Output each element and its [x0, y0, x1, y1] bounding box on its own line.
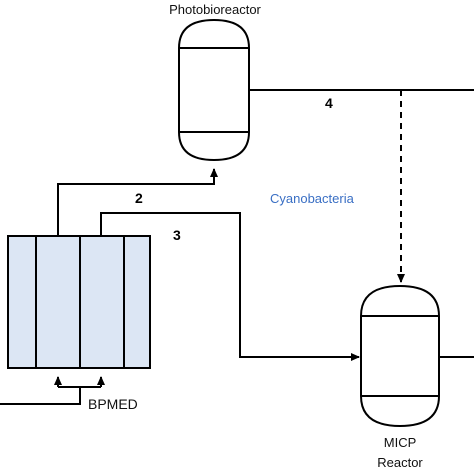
bpmed-inlet-line — [0, 387, 81, 405]
photobioreactor-label: Photobioreactor — [169, 2, 261, 17]
micp-label-line1: MICP — [384, 435, 417, 450]
photobioreactor-vessel — [178, 18, 250, 162]
cyanobacteria-label: Cyanobacteria — [270, 191, 355, 206]
bpmed-stack — [7, 235, 151, 369]
stream-2-label: 2 — [135, 190, 143, 206]
stream-2-line — [57, 168, 218, 236]
stream-3-label: 3 — [173, 227, 181, 243]
bpmed-label: BPMED — [88, 396, 138, 412]
micp-label-line2: Reactor — [377, 455, 423, 470]
stream-3-line — [100, 212, 360, 361]
micp-reactor-vessel — [360, 284, 440, 428]
stream-4-label: 4 — [325, 95, 333, 111]
